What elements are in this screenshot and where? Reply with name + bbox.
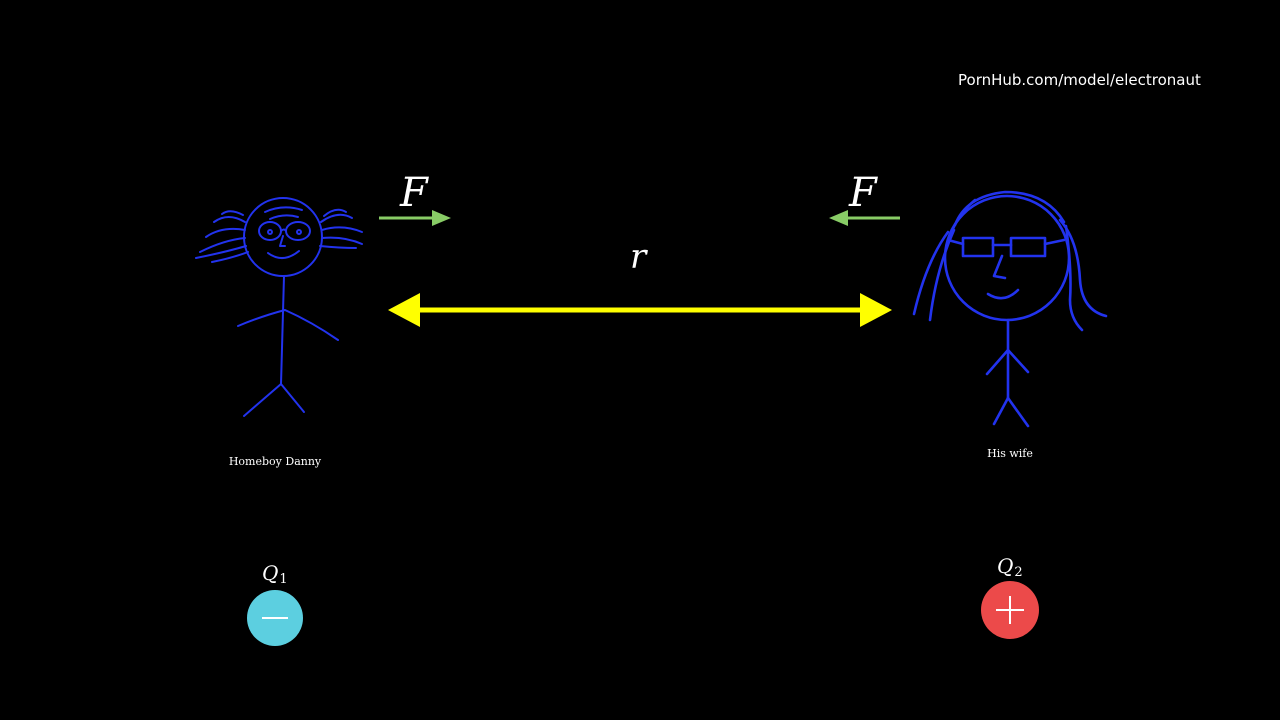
left-leg-right: [280, 383, 305, 413]
distance-arrow-head-right: [860, 293, 892, 327]
force-arrow-right: [829, 210, 900, 226]
right-glasses-arm-left: [946, 238, 965, 246]
left-hair-strand: [199, 237, 246, 253]
right-glasses-lens-right: [1009, 236, 1047, 258]
left-forehead-hair: [264, 206, 303, 213]
force-arrow-right-head: [829, 210, 848, 226]
left-hair-strand: [211, 251, 249, 263]
left-glasses-bridge: [280, 228, 287, 232]
charge-left-symbol: Q: [262, 561, 278, 585]
stick-figure-woman-icon: [912, 190, 1108, 428]
force-label-left: F: [399, 170, 429, 216]
charge-right-label: Q2: [997, 554, 1023, 580]
person-left-caption: Homeboy Danny: [229, 455, 322, 468]
left-arms: [237, 309, 339, 341]
force-arrow-left: [379, 210, 451, 226]
distance-arrow: [388, 293, 892, 327]
left-eye-left: [267, 229, 273, 235]
left-body: [280, 275, 285, 385]
right-hair-strand: [321, 226, 363, 233]
left-leg-left: [243, 383, 282, 417]
left-hair-strand: [213, 216, 246, 223]
left-hair-strand: [195, 245, 247, 259]
charge-left-index: 1: [279, 572, 287, 587]
person-right-caption: His wife: [987, 447, 1033, 460]
charge-right-index: 2: [1014, 565, 1022, 580]
charge-left-label: Q1: [262, 561, 288, 587]
right-leg-right: [1006, 396, 1030, 428]
distance-arrow-head-left: [388, 293, 420, 327]
force-arrow-left-head: [432, 210, 451, 226]
right-glasses-lens-left: [961, 236, 995, 258]
right-glasses-arm-right: [1043, 238, 1066, 246]
right-hair-right: [1058, 218, 1108, 318]
right-hair-strand: [323, 208, 347, 217]
left-hair-strand: [205, 227, 246, 238]
stick-figure-man-icon: [195, 197, 363, 417]
left-forehead-hair-2: [269, 214, 299, 220]
plus-icon: [996, 596, 1024, 624]
force-label-right: F: [848, 170, 878, 216]
distance-label: r: [630, 237, 648, 277]
right-head: [943, 194, 1071, 322]
left-hair-strand: [221, 210, 244, 216]
right-hair-strand: [319, 245, 357, 249]
right-hair-strand: [948, 198, 977, 238]
watermark-text: PornHub.com/model/electronaut: [958, 71, 1201, 89]
right-arms: [985, 348, 1030, 376]
right-hair-left: [912, 230, 950, 316]
left-nose: [279, 235, 286, 247]
right-nose: [992, 254, 1007, 280]
charge-right-symbol: Q: [997, 554, 1013, 578]
right-leg-left: [992, 396, 1010, 426]
right-hair-right-2: [1064, 224, 1084, 332]
right-hair-strand: [320, 213, 353, 223]
right-mouth: [986, 288, 1020, 300]
left-eye-right: [296, 229, 302, 235]
left-mouth: [267, 250, 300, 259]
right-hair-strand: [321, 236, 363, 245]
right-hair-left-2: [928, 228, 956, 322]
